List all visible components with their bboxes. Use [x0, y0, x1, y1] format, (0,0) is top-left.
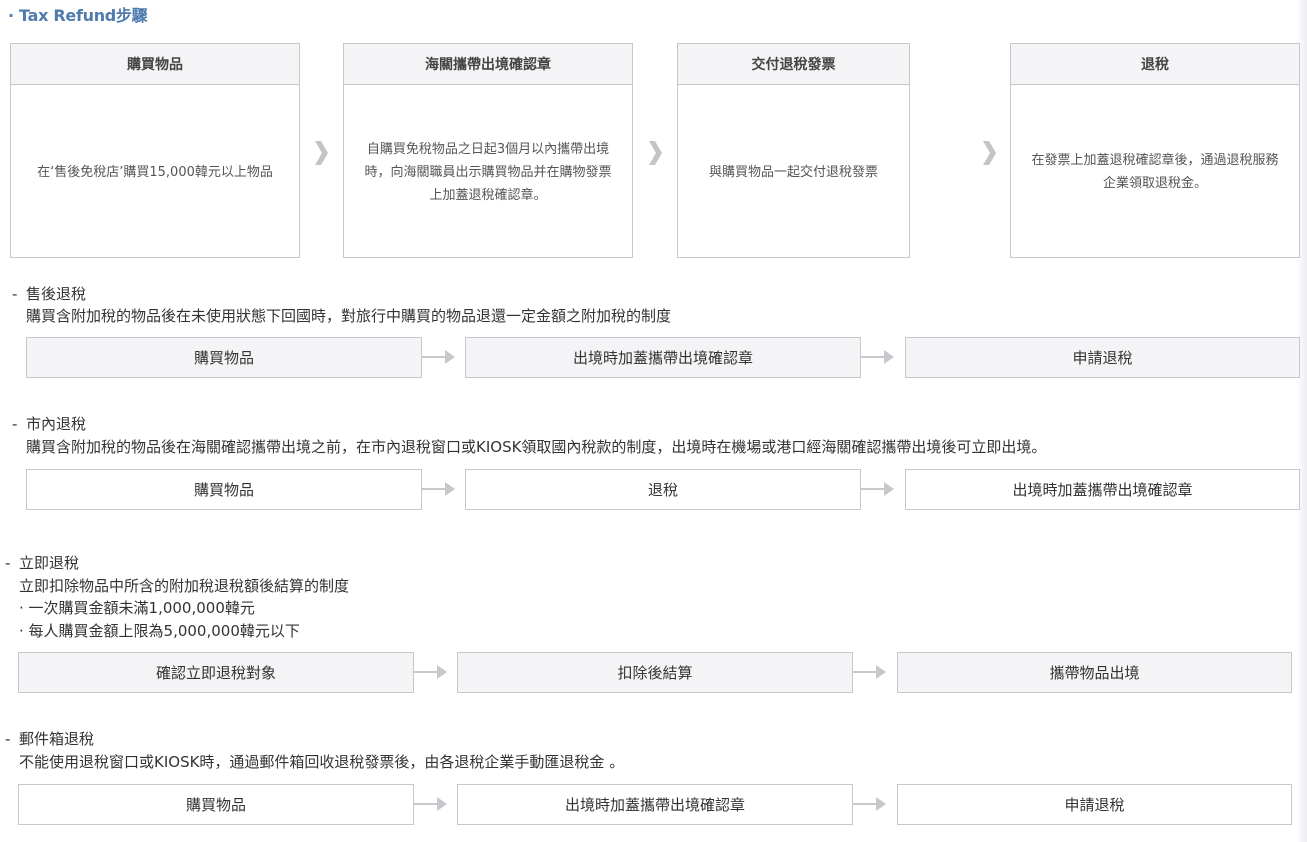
section-title-downtown-refund: -市內退稅 [12, 413, 86, 434]
section-bullet: · 一次購買金額未滿1,000,000韓元 [19, 599, 255, 617]
dash-marker: - [5, 730, 11, 748]
step-card-heading: 交付退稅發票 [678, 44, 909, 85]
flow-step: 退稅 [465, 469, 861, 510]
flow-step: 購買物品 [18, 784, 414, 825]
arrow-right-icon [853, 665, 886, 679]
section-title-after-sale-refund: -售後退稅 [12, 283, 86, 304]
scroll-edge-shade [1297, 0, 1307, 842]
chevron-right-icon [983, 141, 996, 165]
step-card-body: 自購買免稅物品之日起3個月以內攜帶出境時，向海關職員出示購買物品并在購物發票上加… [364, 141, 612, 203]
step-card-submit-invoice: 交付退稅發票 與購買物品一起交付退稅發票 [677, 43, 910, 258]
step-card-heading: 購買物品 [11, 44, 299, 85]
step-card-refund: 退稅 在發票上加蓋退稅確認章後，通過退稅服務企業領取退稅金。 [1010, 43, 1300, 258]
section-title-text: 立即退稅 [19, 554, 80, 572]
arrow-right-icon [853, 797, 886, 811]
flow-step: 扣除後結算 [457, 652, 853, 693]
flow-step: 確認立即退稅對象 [18, 652, 414, 693]
section-description: 不能使用退稅窗口或KIOSK時，通過郵件箱回收退稅發票後，由各退稅企業手動匯退稅… [19, 753, 625, 771]
section-bullet: · 每人購買金額上限為5,000,000韓元以下 [19, 622, 300, 640]
dash-marker: - [12, 415, 18, 433]
dash-marker: - [5, 554, 11, 572]
step-card-body: 在發票上加蓋退稅確認章後，通過退稅服務企業領取退稅金。 [1031, 153, 1279, 191]
dash-marker: - [12, 285, 18, 303]
page-title: · Tax Refund步驟 [8, 6, 148, 25]
flow-step: 申請退稅 [905, 337, 1300, 378]
arrow-right-icon [422, 350, 455, 364]
step-card-body: 與購買物品一起交付退稅發票 [708, 164, 878, 180]
flow-step: 攜帶物品出境 [897, 652, 1292, 693]
section-title-text: 售後退稅 [26, 285, 87, 303]
arrow-right-icon [861, 482, 894, 496]
section-title-text: 市內退稅 [26, 415, 87, 433]
chevron-right-icon [649, 141, 662, 165]
flow-step: 出境時加蓋攜帶出境確認章 [905, 469, 1300, 510]
flow-step: 購買物品 [26, 469, 422, 510]
section-description: 立即扣除物品中所含的附加稅退稅額後結算的制度 [19, 577, 350, 595]
flow-step: 出境時加蓋攜帶出境確認章 [465, 337, 861, 378]
chevron-right-icon [315, 141, 328, 165]
step-card-purchase: 購買物品 在‘售後免稅店’購買15,000韓元以上物品 [10, 43, 300, 258]
arrow-right-icon [861, 350, 894, 364]
arrow-right-icon [414, 797, 447, 811]
section-title-instant-refund: -立即退稅 [5, 552, 79, 573]
step-card-customs-stamp: 海關攜帶出境確認章 自購買免稅物品之日起3個月以內攜帶出境時，向海關職員出示購買… [343, 43, 633, 258]
section-description: 購買含附加稅的物品後在未使用狀態下回國時，對旅行中購買的物品退還一定金額之附加稅… [26, 307, 672, 325]
step-card-heading: 退稅 [1011, 44, 1299, 85]
flow-step: 購買物品 [26, 337, 422, 378]
step-card-body: 在‘售後免稅店’購買15,000韓元以上物品 [37, 164, 273, 180]
section-description: 購買含附加稅的物品後在海關確認攜帶出境之前，在市內退稅窗口或KIOSK領取國內稅… [26, 438, 1047, 456]
flow-step: 申請退稅 [897, 784, 1292, 825]
section-title-mailbox-refund: -郵件箱退稅 [5, 728, 94, 749]
step-card-heading: 海關攜帶出境確認章 [344, 44, 632, 85]
arrow-right-icon [414, 665, 447, 679]
section-title-text: 郵件箱退稅 [19, 730, 95, 748]
arrow-right-icon [422, 482, 455, 496]
flow-step: 出境時加蓋攜帶出境確認章 [457, 784, 853, 825]
